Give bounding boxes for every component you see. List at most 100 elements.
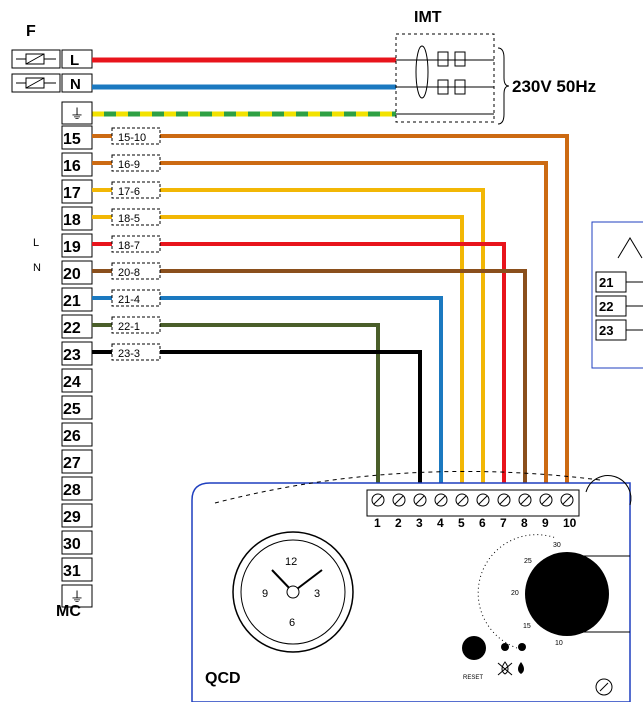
wire-tag — [111, 127, 161, 145]
mc-terminal — [61, 557, 93, 582]
qcd-terminal-label: 2 — [395, 516, 402, 530]
mc-terminal-label: 24 — [63, 374, 81, 391]
side-terminal-label: 22 — [599, 299, 613, 314]
wire — [92, 161, 548, 494]
mc-terminal-label: 25 — [63, 401, 81, 418]
wire — [92, 134, 569, 494]
wire-tag-label: 18-5 — [118, 213, 140, 225]
mc-terminal-label: 20 — [63, 266, 81, 283]
terminal-L-label: L — [70, 52, 79, 69]
fuse-symbol-icon — [16, 77, 56, 89]
mc-terminal — [61, 422, 93, 447]
svg-text:9: 9 — [262, 588, 268, 600]
ground-icon: ⏚ — [70, 589, 84, 605]
qcd-terminal-label: 6 — [479, 516, 486, 530]
wire-tag — [111, 262, 161, 280]
svg-text:3: 3 — [314, 588, 320, 600]
wire-tag — [111, 208, 161, 226]
mc-terminal-label: 29 — [63, 509, 81, 526]
mc-terminal — [61, 503, 93, 528]
terminal-N-label: N — [70, 76, 81, 93]
wire-tag-label: 18-7 — [118, 240, 140, 252]
mc-terminal-label: 23 — [63, 347, 81, 364]
qcd-terminal-label: 10 — [563, 516, 577, 530]
mc-terminal — [61, 530, 93, 555]
wire — [92, 296, 443, 494]
qcd-terminal-label: 9 — [542, 516, 549, 530]
indicator-led — [518, 643, 526, 651]
ground-icon: ⏚ — [70, 106, 84, 122]
wire-tag-label: 21-4 — [118, 294, 140, 306]
wire-tag — [111, 316, 161, 334]
qcd-terminal-label: 7 — [500, 516, 507, 530]
mc-terminal-label: 15 — [63, 131, 81, 148]
fuse-block — [11, 49, 61, 93]
svg-text:20: 20 — [511, 590, 519, 597]
wire-tag-label: 22-1 — [118, 321, 140, 333]
mc-label: MC — [56, 603, 81, 620]
corner-screw-icon — [585, 475, 632, 696]
wire — [92, 215, 464, 494]
wire-tag — [111, 343, 161, 361]
reset-button — [462, 636, 486, 660]
wire-tag — [111, 181, 161, 199]
mc-terminal-label: 18 — [63, 212, 81, 229]
mc-terminal-label: 31 — [63, 563, 81, 580]
mc-terminal-label: 19 — [63, 239, 81, 256]
wire-tag — [111, 235, 161, 253]
qcd-terminal-label: 3 — [416, 516, 423, 530]
qcd-terminal-label: 4 — [437, 516, 444, 530]
svg-text:25: 25 — [524, 558, 532, 565]
fuse-label: F — [26, 23, 36, 40]
side-terminal-label: 23 — [599, 323, 613, 338]
reset-label: RESET — [463, 675, 483, 681]
dial-knob — [525, 552, 609, 636]
mc-terminal — [61, 395, 93, 420]
mc-terminal-label: 26 — [63, 428, 81, 445]
svg-text:6: 6 — [289, 617, 295, 629]
wire — [92, 242, 506, 494]
side-box: 21 22 23 — [591, 221, 643, 369]
mc-terminal — [61, 476, 93, 501]
svg-text:15: 15 — [523, 623, 531, 630]
wire — [92, 323, 380, 494]
burner-lockout-icon — [497, 661, 513, 676]
qcd-terminal-label: 8 — [521, 516, 528, 530]
wire-tag — [111, 154, 161, 172]
imt-switch — [395, 33, 510, 125]
supply-label: 230V 50Hz — [512, 77, 596, 96]
marker-L: L — [33, 237, 39, 249]
qcd-terminal-label: 5 — [458, 516, 465, 530]
wire-tag-label: 16-9 — [118, 159, 140, 171]
mc-terminal-label: 22 — [63, 320, 81, 337]
wire — [92, 350, 422, 494]
wire-tag-label: 15-10 — [118, 132, 146, 144]
svg-text:12: 12 — [285, 556, 297, 568]
imt-label: IMT — [414, 9, 442, 26]
wire — [92, 269, 527, 494]
temperature-dial: 30 25 20 15 10 — [477, 534, 630, 649]
flame-icon — [518, 662, 524, 674]
marker-N: N — [33, 262, 41, 274]
wire-tag-label: 17-6 — [118, 186, 140, 198]
fuse-symbol-icon — [16, 53, 56, 65]
mc-terminal — [61, 449, 93, 474]
qcd-label: QCD — [205, 670, 241, 687]
mc-terminal — [61, 368, 93, 393]
wire — [92, 188, 485, 494]
mc-terminal-block: ⏚ — [61, 101, 93, 125]
wire-tag-label: 20-8 — [118, 267, 140, 279]
svg-text:10: 10 — [555, 640, 563, 647]
mc-terminal-label: 16 — [63, 158, 81, 175]
mc-terminal-label: 28 — [63, 482, 81, 499]
wire-tag — [111, 289, 161, 307]
svg-text:30: 30 — [553, 542, 561, 549]
qcd-terminal-label: 1 — [374, 516, 381, 530]
mc-terminal-label: 17 — [63, 185, 81, 202]
side-terminal-label: 21 — [599, 275, 613, 290]
mc-terminal-label: 30 — [63, 536, 81, 553]
